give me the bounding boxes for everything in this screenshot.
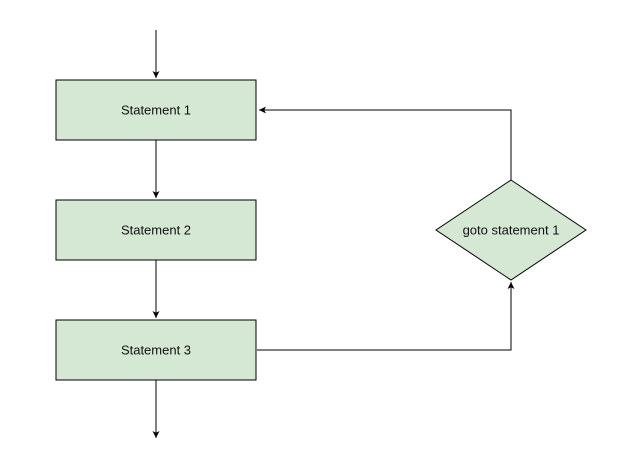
arrow-statement3-to-goto — [257, 282, 515, 351]
node-statement-2-box — [55, 199, 257, 261]
node-statement-3-box — [55, 319, 257, 381]
node-statement-1-box — [55, 79, 257, 141]
node-goto-diamond — [435, 179, 587, 281]
node-statement-2-label: Statement 2 — [121, 223, 191, 238]
node-statement-2: Statement 2 — [55, 199, 257, 261]
node-statement-1: Statement 1 — [55, 79, 257, 141]
node-statement-3: Statement 3 — [55, 319, 257, 381]
arrow-goto-to-statement1 — [259, 106, 512, 180]
node-statement-1-label: Statement 1 — [121, 103, 191, 118]
node-statement-3-label: Statement 3 — [121, 343, 191, 358]
node-goto-decision: goto statement 1 — [435, 179, 587, 281]
node-goto-label: goto statement 1 — [463, 223, 560, 238]
